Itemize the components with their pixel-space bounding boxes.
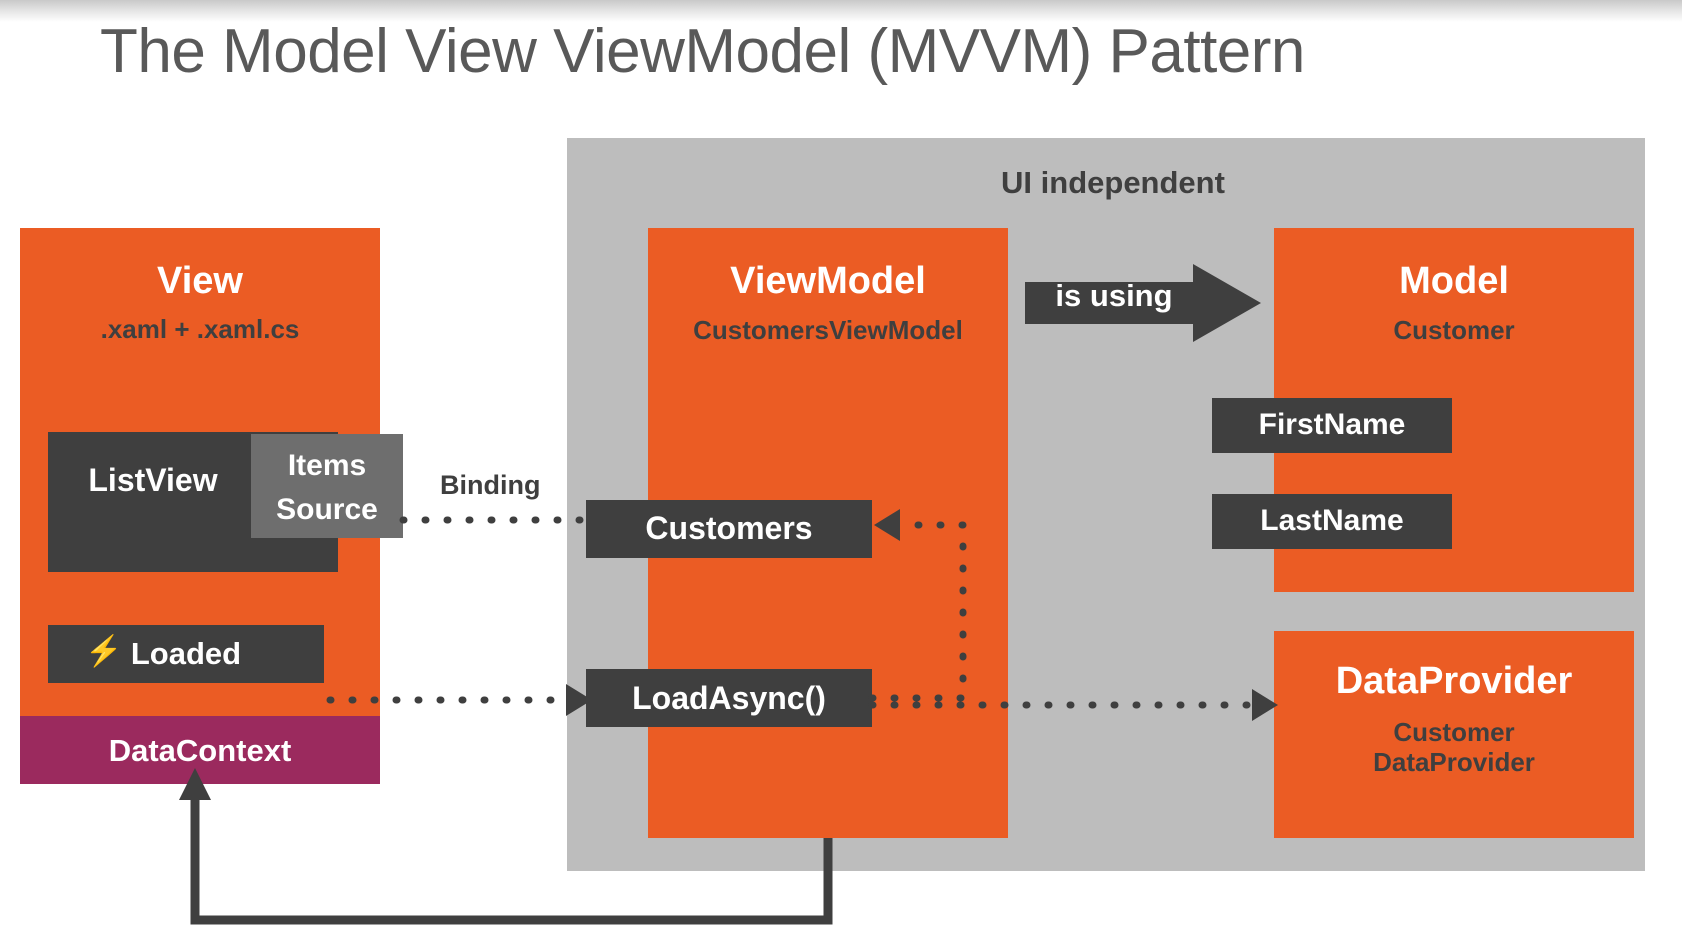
itemssource-chip[interactable]	[251, 434, 403, 538]
model-title: Model	[1399, 260, 1509, 302]
dataprovider-box[interactable]	[1274, 631, 1634, 838]
view-title: View	[157, 260, 243, 302]
customers-property-chip[interactable]	[586, 500, 872, 558]
firstname-property-label: FirstName	[1258, 408, 1406, 441]
customers-property-label: Customers	[645, 510, 813, 546]
view-subtitle: .xaml + .xaml.cs	[100, 314, 300, 344]
loadasync-method-label: LoadAsync()	[632, 680, 826, 716]
top-gradient-bar	[0, 0, 1682, 22]
lightning-bolt-icon: ⚡	[85, 635, 123, 668]
viewmodel-subtitle: CustomersViewModel	[693, 315, 963, 345]
lastname-property-chip[interactable]	[1212, 494, 1452, 549]
listview-label: ListView	[88, 462, 218, 498]
itemssource-label: Items Source	[276, 449, 378, 527]
page-title: The Model View ViewModel (MVVM) Pattern	[100, 17, 1305, 86]
lastname-property-label: LastName	[1260, 504, 1404, 537]
viewmodel-title: ViewModel	[730, 260, 926, 302]
loadasync-method-chip[interactable]	[586, 669, 872, 727]
ui-independent-label: UI independent	[1001, 165, 1225, 200]
firstname-property-chip[interactable]	[1212, 398, 1452, 453]
binding-label: Binding	[440, 470, 541, 500]
dataprovider-subtitle-line2: DataProvider	[1373, 746, 1535, 777]
is-using-label: is using	[1055, 278, 1173, 313]
loaded-event-label: Loaded	[130, 636, 242, 671]
is-using-arrow-icon	[1025, 264, 1261, 342]
dataprovider-title: DataProvider	[1335, 660, 1573, 702]
loaded-event-chip[interactable]	[48, 625, 324, 683]
dataprovider-subtitle: Customer DataProvider	[1274, 717, 1634, 778]
dataprovider-subtitle-line1: Customer	[1393, 717, 1515, 747]
datacontext-label: DataContext	[108, 733, 292, 768]
model-subtitle: Customer	[1393, 315, 1515, 345]
